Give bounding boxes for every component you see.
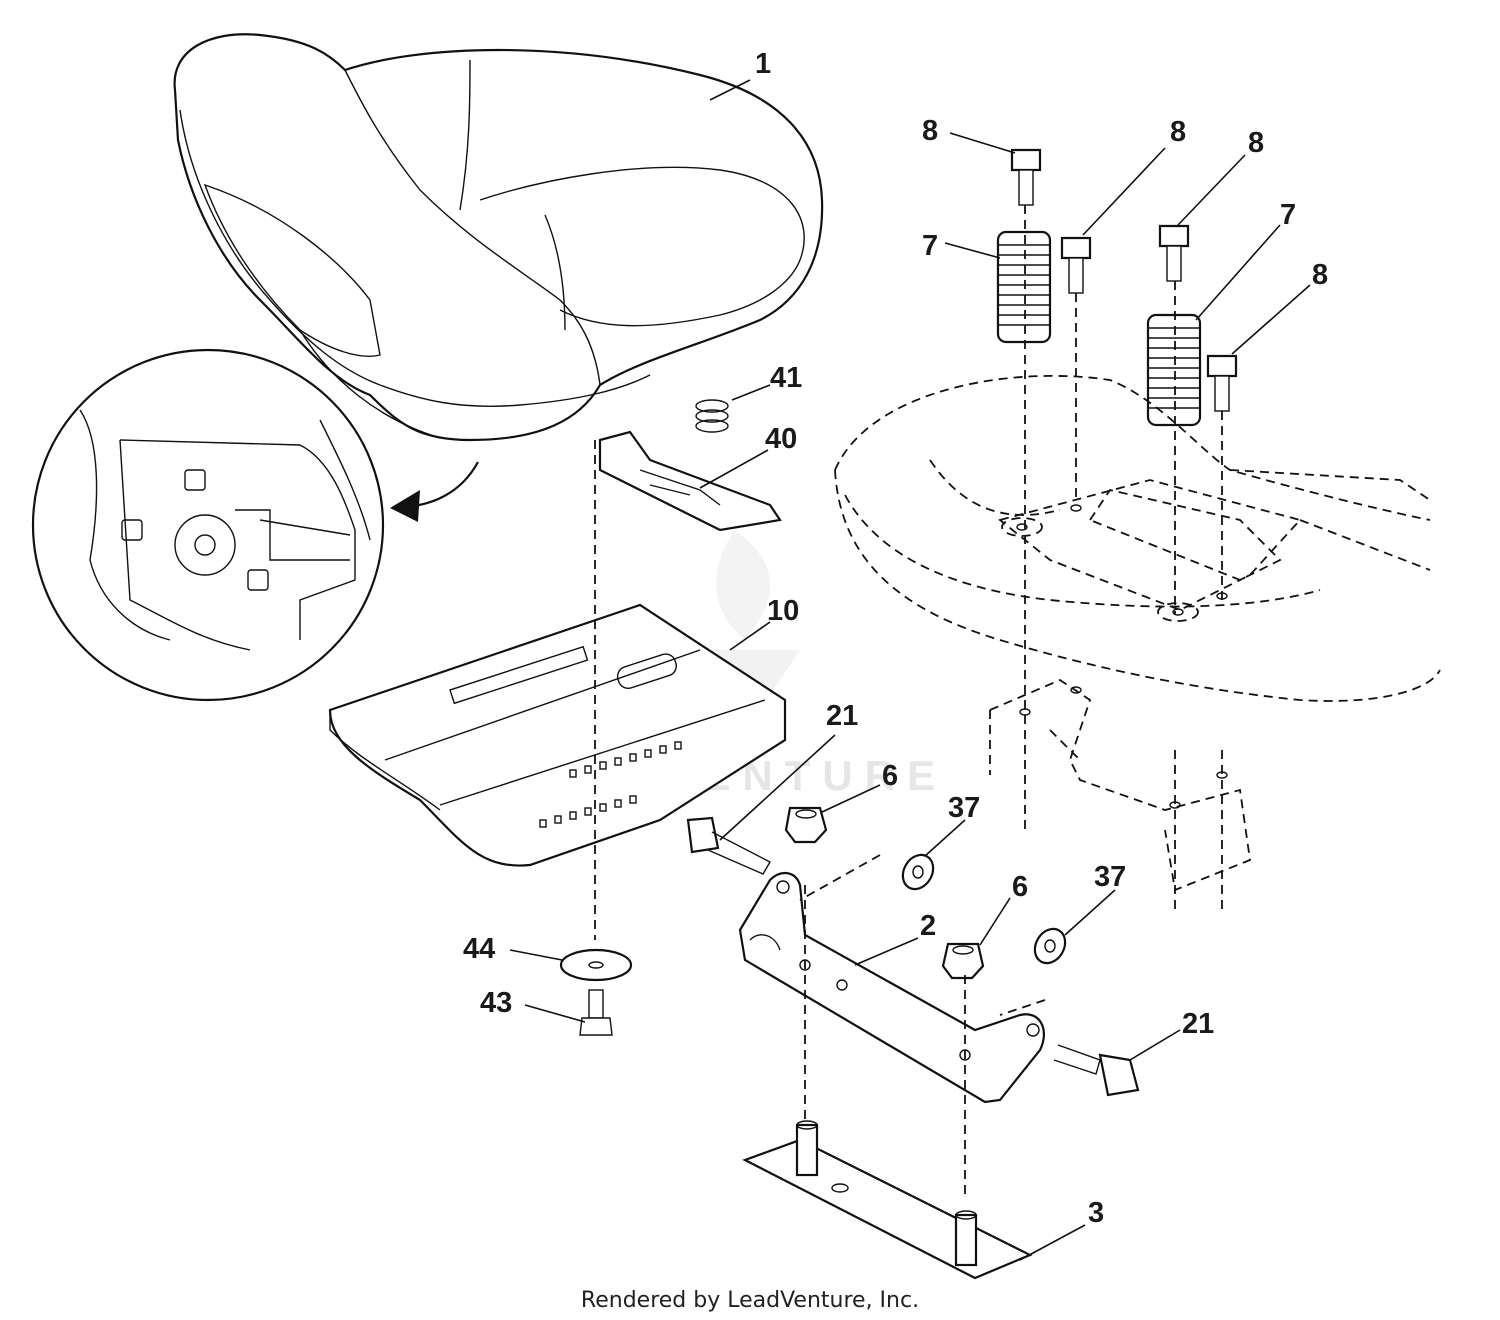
- washer-upper: [901, 853, 935, 891]
- seat-pan: [328, 603, 787, 867]
- pivot-bracket: [738, 872, 1045, 1104]
- seat: [173, 33, 824, 442]
- chassis-bracket: [989, 678, 1251, 892]
- nut-upper: [784, 806, 828, 844]
- label-part-37-a: 37: [948, 792, 980, 824]
- bolt-8-b: [1060, 236, 1092, 294]
- spring-right: [1146, 313, 1202, 427]
- bolt-right: [1053, 1044, 1140, 1097]
- label-part-1: 1: [755, 48, 771, 80]
- label-part-21-b: 21: [1182, 1008, 1214, 1040]
- label-part-6-b: 6: [1012, 871, 1028, 903]
- stud-left: [795, 1120, 819, 1177]
- washer-lower: [1033, 927, 1067, 965]
- bolt-8-d: [1206, 354, 1238, 412]
- nut-lower: [941, 942, 985, 980]
- label-part-40: 40: [765, 423, 797, 455]
- label-part-8-d: 8: [1312, 259, 1328, 291]
- label-part-43: 43: [480, 987, 512, 1019]
- label-part-7-b: 7: [1280, 199, 1296, 231]
- base-plate: [742, 1120, 1033, 1280]
- bolt-left: [686, 816, 771, 875]
- label-part-2: 2: [920, 910, 936, 942]
- chassis-outline: [834, 375, 1441, 702]
- nut-guide-upper: [799, 854, 881, 901]
- washer: [559, 948, 633, 982]
- leader-lines: [509, 79, 1311, 1261]
- label-part-7-a: 7: [922, 230, 938, 262]
- label-part-10: 10: [767, 595, 799, 627]
- label-part-21-a: 21: [826, 700, 858, 732]
- spring-left: [996, 230, 1052, 344]
- bolt-8-a: [1010, 148, 1042, 206]
- seat-pan-slots: [539, 741, 682, 828]
- label-part-8-a: 8: [922, 115, 938, 147]
- detail-arrow: [390, 461, 479, 522]
- part-labels: 1 8 8 8 8 7 7 41 40 10 21 6 37 6 37 2 44…: [463, 48, 1328, 1229]
- small-spring: [695, 399, 729, 433]
- detail-inset: [31, 348, 385, 702]
- label-part-37-b: 37: [1094, 861, 1126, 893]
- label-part-6-a: 6: [882, 760, 898, 792]
- stud-right: [954, 1210, 978, 1267]
- label-part-8-c: 8: [1248, 127, 1264, 159]
- bolt-8-c: [1158, 224, 1190, 282]
- label-part-8-b: 8: [1170, 116, 1186, 148]
- footer-credit: Rendered by LeadVenture, Inc.: [580, 1288, 920, 1313]
- small-bolt: [579, 989, 613, 1036]
- label-part-41: 41: [770, 362, 802, 394]
- label-part-44: 44: [463, 933, 495, 965]
- seat-bracket: [598, 430, 782, 532]
- label-part-3: 3: [1088, 1197, 1104, 1229]
- nut-guide-lower: [999, 999, 1046, 1016]
